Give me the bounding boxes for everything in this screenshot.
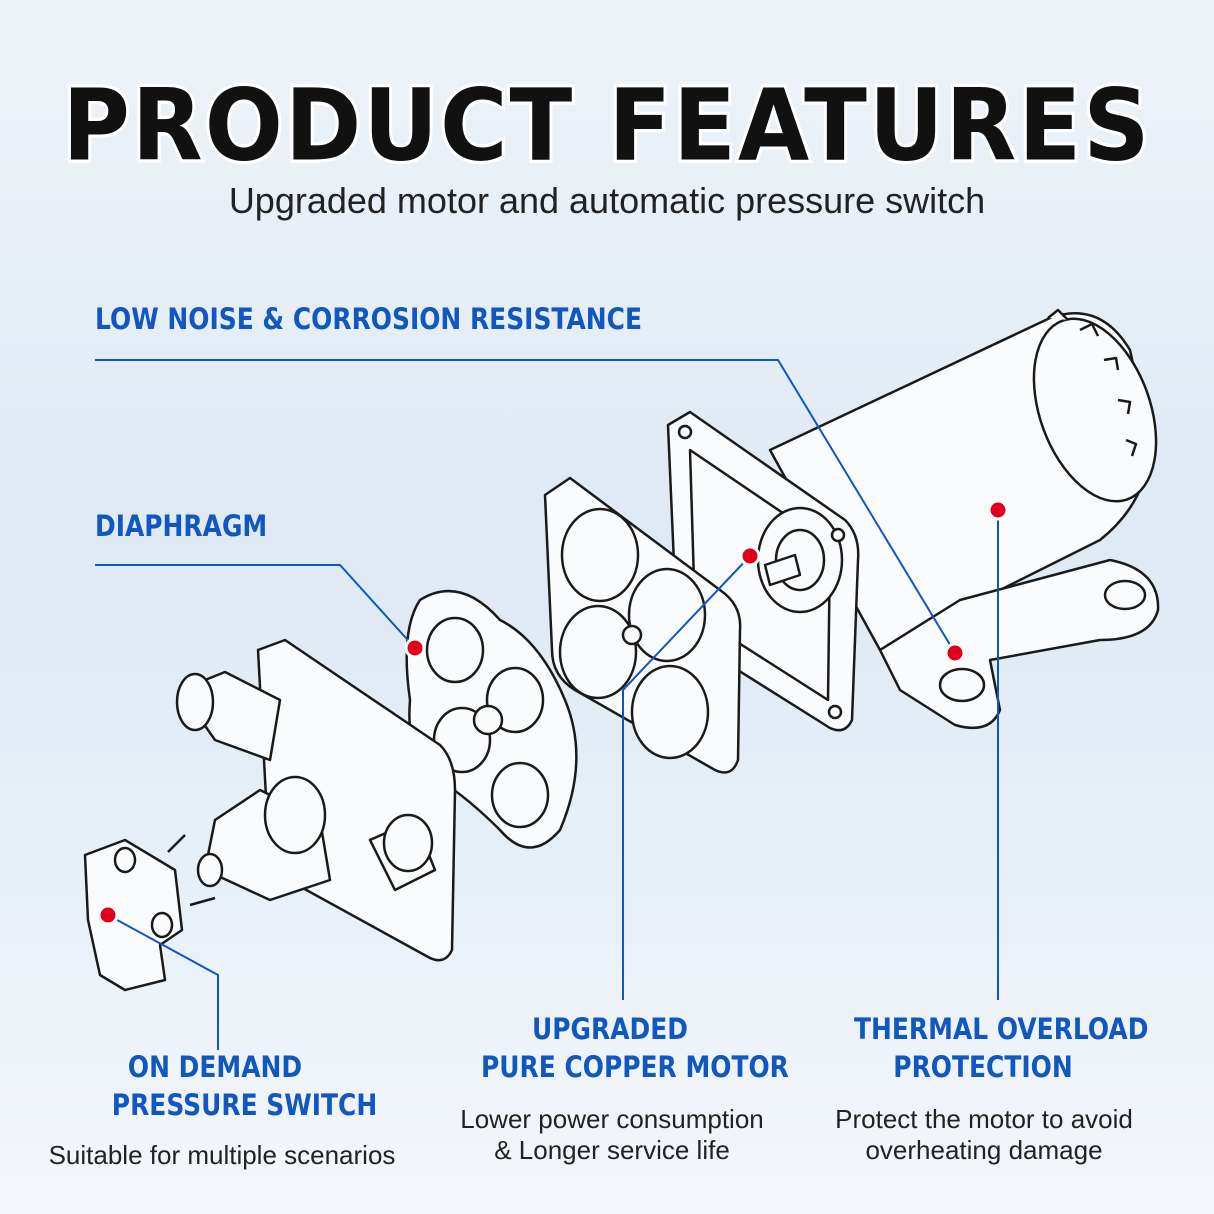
diaphragm-marker (404, 637, 426, 659)
pressure-switch-block: ON DEMAND PRESSURE SWITCH (95, 1048, 378, 1124)
page-title: PRODUCT FEATURES (59, 64, 1152, 186)
pump-housing-illustration (175, 638, 457, 962)
pressure-switch-label-line1: ON DEMAND (127, 1050, 303, 1084)
thermal-description-line1: Protect the motor to avoid (835, 1104, 1133, 1134)
low-noise-label: LOW NOISE & CORROSION RESISTANCE (95, 302, 643, 336)
motor-callout-line (622, 555, 751, 1000)
pressure-switch-marker (97, 904, 119, 926)
pressure-switch-illustration (83, 834, 216, 992)
motor-description-line2: & Longer service life (494, 1135, 730, 1165)
low-noise-callout-line (95, 359, 956, 654)
page-subtitle: Upgraded motor and automatic pressure sw… (228, 180, 986, 221)
motor-description-line1: Lower power consumption (460, 1104, 764, 1134)
motor-block: UPGRADED PURE COPPER MOTOR (460, 1010, 789, 1086)
thermal-description-line2: overheating damage (865, 1135, 1103, 1165)
diaphragm-callout-line (95, 564, 416, 649)
motor-marker (739, 545, 761, 567)
thermal-block: THERMAL OVERLOAD PROTECTION (833, 1010, 1149, 1086)
pressure-switch-callout-line (107, 914, 219, 1050)
thermal-label-line1: THERMAL OVERLOAD (854, 1012, 1149, 1046)
motor-label-line2: PURE COPPER MOTOR (481, 1050, 789, 1084)
pressure-switch-description: Suitable for multiple scenarios (48, 1140, 396, 1170)
diaphragm-label: DIAPHRAGM (95, 509, 268, 543)
pressure-switch-label-line2: PRESSURE SWITCH (111, 1088, 378, 1122)
motor-illustration (768, 308, 1160, 730)
low-noise-marker (944, 642, 966, 664)
motor-label-line1: UPGRADED (532, 1012, 688, 1046)
thermal-marker (987, 499, 1009, 521)
thermal-label-line2: PROTECTION (893, 1050, 1073, 1084)
pump-head-illustration (543, 476, 742, 774)
